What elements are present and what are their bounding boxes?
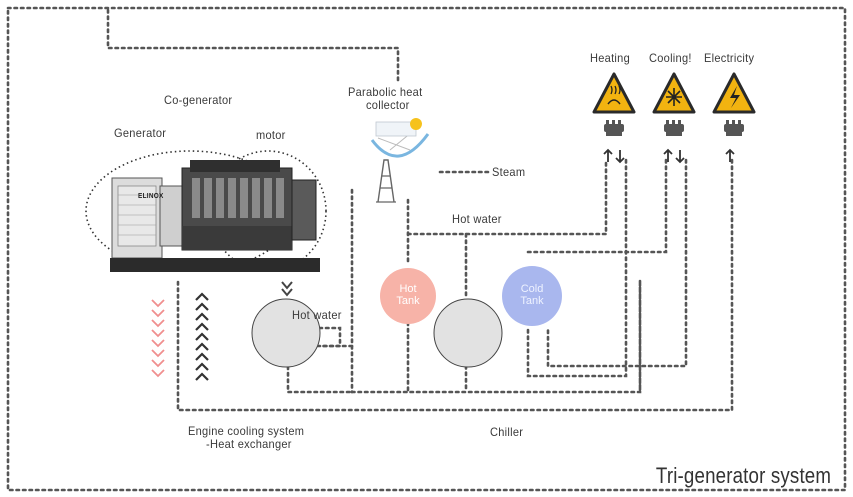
engine-cooling-label-line1: Engine cooling system	[188, 424, 305, 438]
motor-label: motor	[256, 128, 286, 142]
hot-tank	[380, 268, 436, 324]
heat-exchanger-circle	[251, 298, 321, 368]
generator-brand-label: ELINOX	[138, 193, 164, 200]
electricity-line	[176, 158, 734, 412]
cooling-up-chevrons	[195, 292, 209, 381]
steam-label: Steam	[492, 165, 526, 179]
heating-flow-arrows	[603, 148, 625, 164]
heat-chevrons	[151, 299, 165, 378]
heating-device-icon	[604, 120, 624, 136]
hot-water-top-label: Hot water	[452, 212, 502, 226]
electricity-warning-icon	[712, 72, 756, 114]
co-generator-label: Co-generator	[164, 93, 233, 107]
electricity-label: Electricity	[704, 51, 755, 65]
cold-tank	[502, 266, 562, 326]
hot-tank-label: Hot Tank	[390, 283, 426, 307]
chiller-circle	[433, 298, 503, 368]
outer-frame	[6, 6, 847, 492]
cooling-label: Cooling!	[649, 51, 692, 65]
hot-water-hx-label: Hot water	[292, 308, 342, 322]
electricity-device-icon	[724, 120, 744, 136]
cold-tank-label: Cold Tank	[514, 283, 550, 307]
parabolic-label-line2: collector	[366, 98, 410, 112]
parabolic-collector-image	[370, 118, 430, 203]
parabolic-label-line1: Parabolic heat	[348, 85, 423, 99]
chiller-loop-line	[350, 280, 642, 394]
hx-to-chiller-line	[286, 358, 354, 394]
chiller-label: Chiller	[490, 425, 524, 439]
top-feed-line	[106, 8, 400, 84]
cooling-device-icon	[664, 120, 684, 136]
generator-engine-image	[110, 160, 320, 272]
cooling-flow-arrows	[663, 148, 685, 164]
cooling-return-line	[546, 158, 688, 368]
engine-cooling-label-line2: -Heat exchanger	[206, 437, 292, 451]
heating-return-line	[526, 158, 628, 378]
heating-warning-icon	[592, 72, 636, 114]
cooling-warning-icon	[652, 72, 696, 114]
cold-to-cooling-line	[526, 158, 668, 254]
diagram-title: Tri-generator system	[655, 463, 831, 488]
generator-label: Generator	[114, 126, 167, 140]
hot-tank-label-line2: Tank	[396, 295, 420, 307]
hot-water-to-heating-line	[406, 158, 608, 236]
exhaust-chevrons	[281, 281, 293, 297]
heating-label: Heating	[590, 51, 630, 65]
cold-tank-label-line1: Cold	[520, 283, 544, 295]
hot-tank-label-line1: Hot	[399, 283, 417, 295]
cold-tank-label-line2: Tank	[520, 295, 544, 307]
electricity-flow-arrow	[725, 148, 735, 162]
